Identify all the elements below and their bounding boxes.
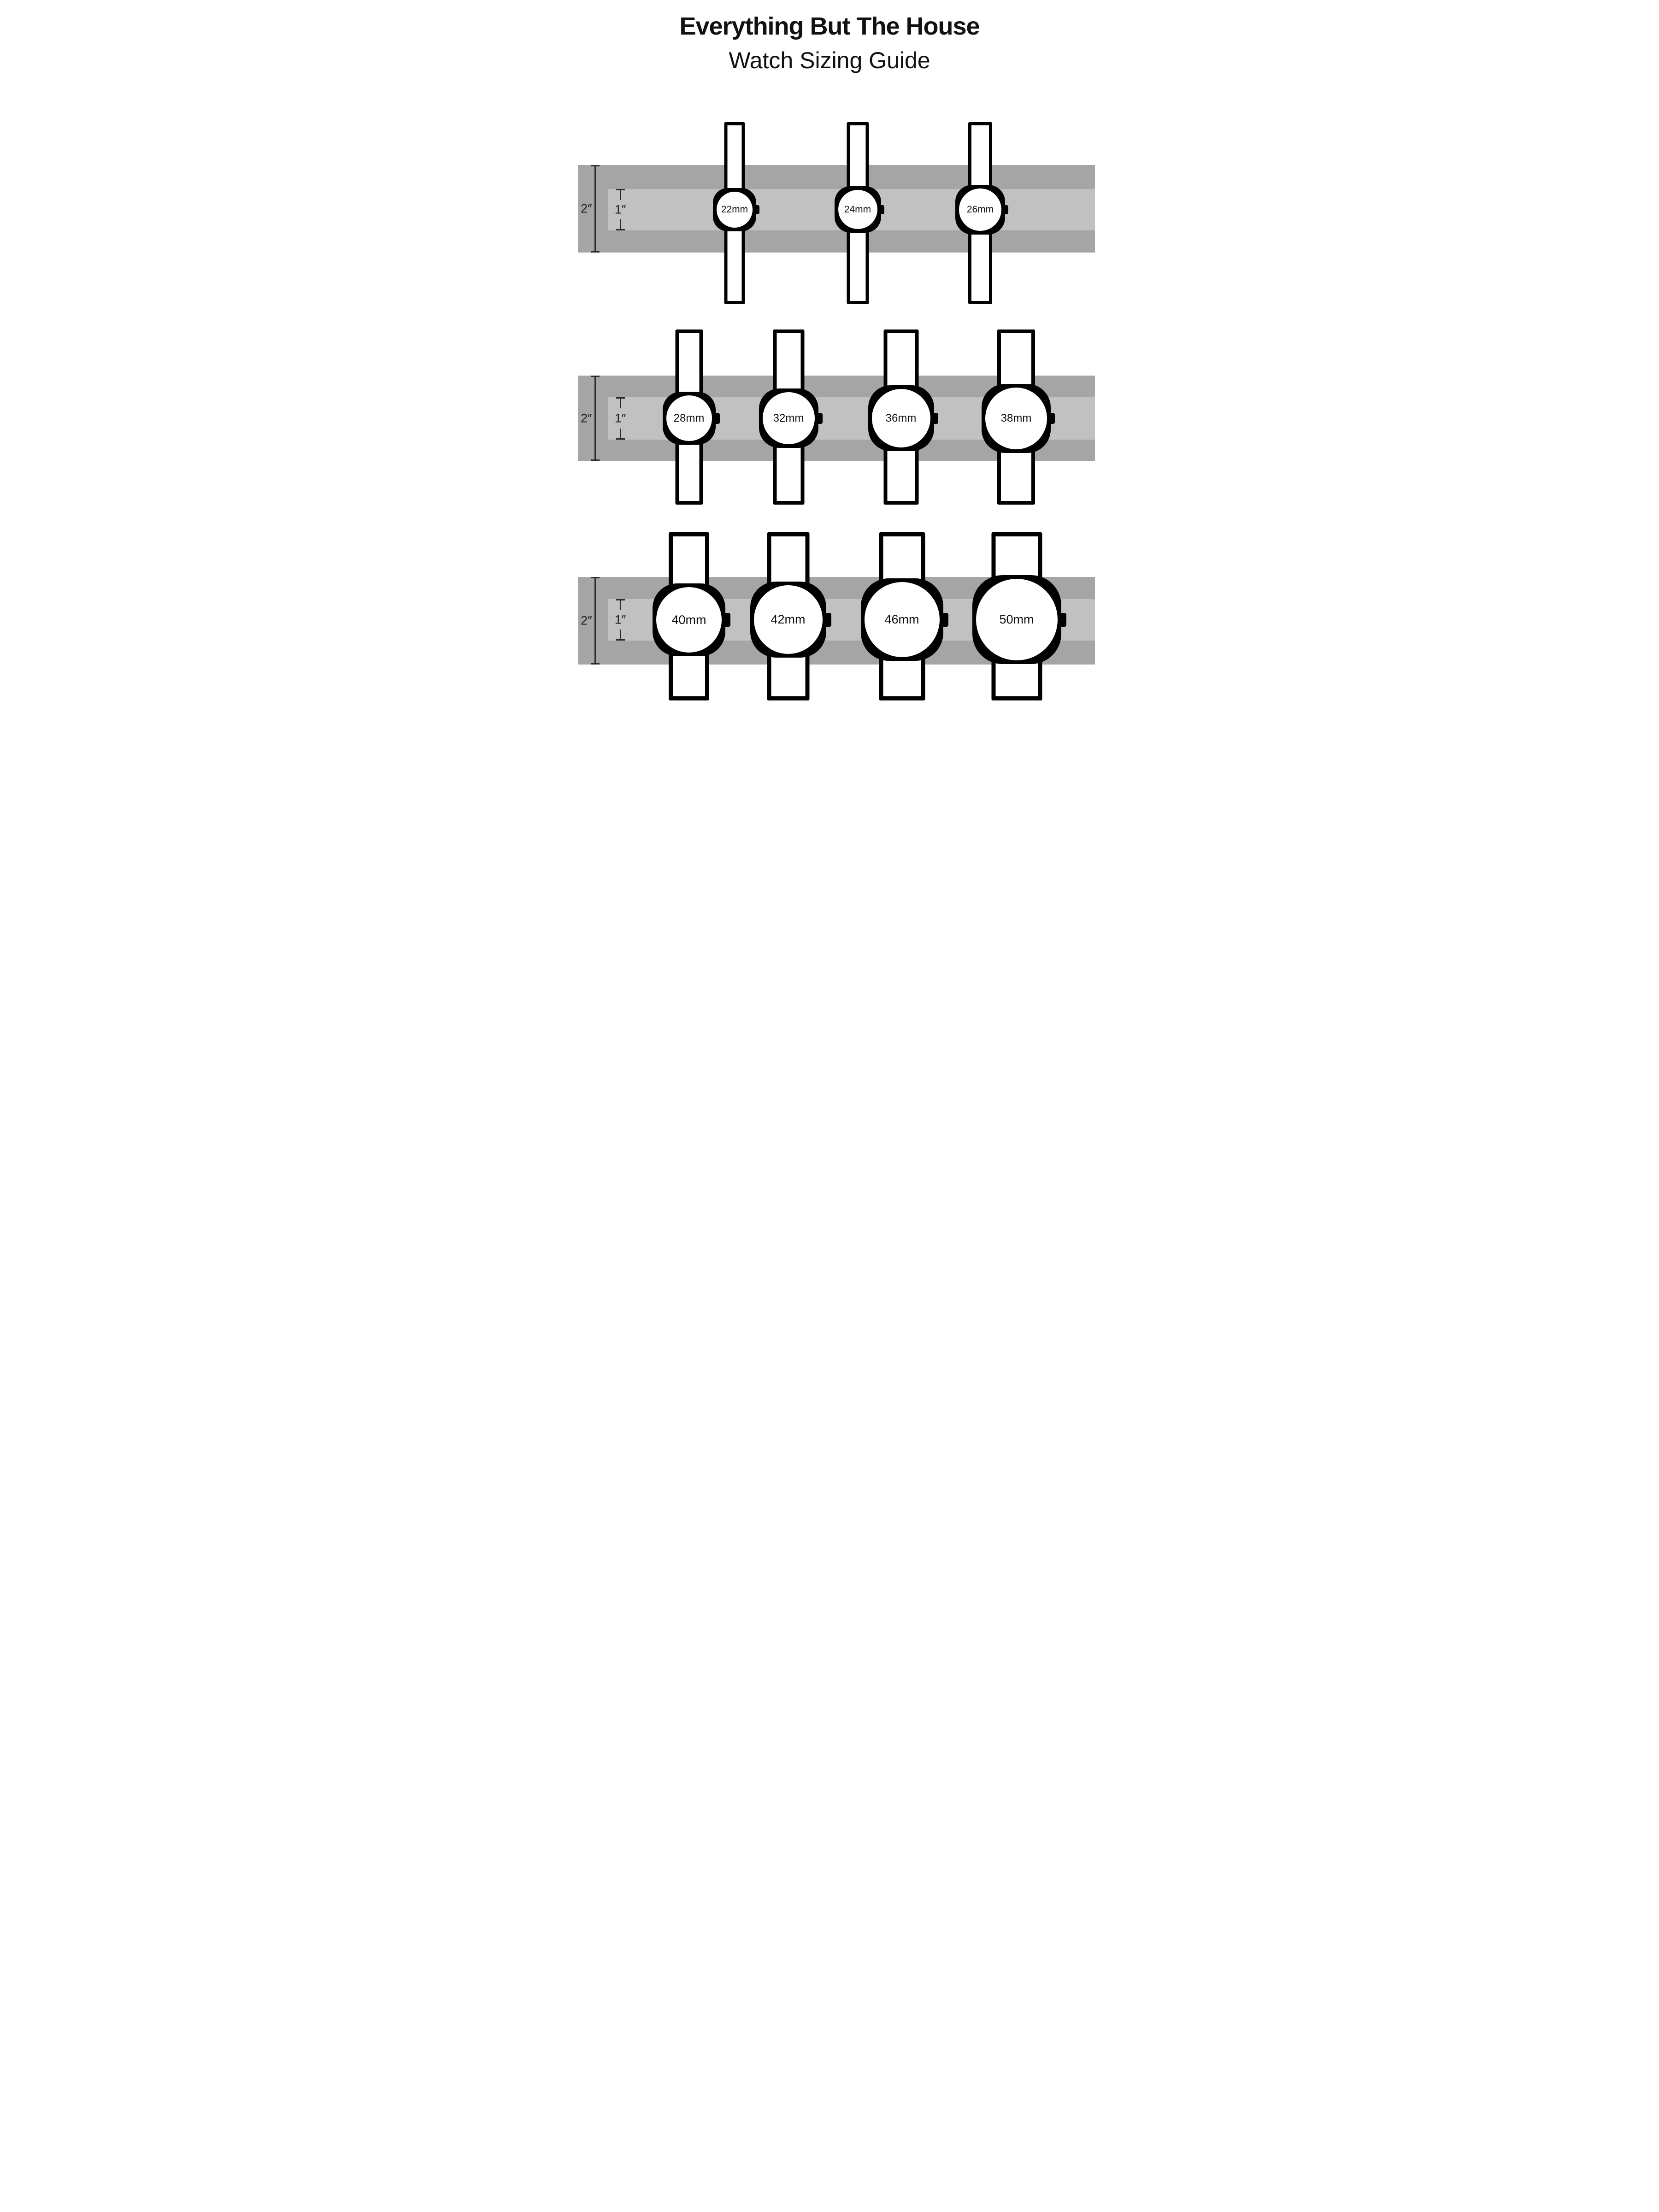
measurement-2in-label: 2″ bbox=[581, 411, 592, 425]
watch-case: 46mm bbox=[860, 578, 948, 661]
watch-size-label: 46mm bbox=[884, 612, 919, 626]
measurement-1in: 1″ bbox=[610, 599, 630, 641]
watch-case: 42mm bbox=[750, 582, 831, 658]
measurement-indicator-row1: 2″ 1″ bbox=[581, 165, 631, 253]
watch-dial: 22mm bbox=[717, 192, 753, 228]
measurement-1in-bottom-tick bbox=[616, 219, 625, 230]
watch-crown-icon bbox=[1058, 612, 1066, 627]
watch-crown-icon bbox=[931, 412, 938, 424]
measurement-1in-bottom-tick bbox=[616, 429, 625, 440]
watch-50mm: 50mm bbox=[972, 532, 1066, 700]
watch-case: 40mm bbox=[653, 583, 730, 656]
measurement-1in: 1″ bbox=[610, 397, 630, 440]
watch-size-label: 36mm bbox=[885, 412, 917, 424]
measurement-indicator-row2: 2″ 1″ bbox=[581, 376, 631, 461]
guide-title-line2: Watch Sizing Guide bbox=[729, 47, 930, 73]
measurement-1in-top-tick bbox=[616, 189, 625, 200]
watch-dial: 42mm bbox=[753, 585, 823, 654]
watch-crown-icon bbox=[816, 412, 823, 424]
watch-case: 50mm bbox=[972, 575, 1066, 664]
watch-case: 26mm bbox=[955, 185, 1008, 235]
measurement-1in-bottom-tick bbox=[616, 629, 625, 641]
watch-dial: 36mm bbox=[871, 389, 930, 447]
measurement-2in-line bbox=[591, 577, 600, 665]
watch-42mm: 42mm bbox=[750, 532, 831, 700]
watch-crown-icon bbox=[723, 613, 730, 627]
measurement-1in-top-tick bbox=[616, 397, 625, 408]
watch-dial: 40mm bbox=[656, 587, 722, 653]
watch-24mm: 24mm bbox=[834, 122, 884, 304]
watch-case: 32mm bbox=[759, 388, 823, 448]
watch-size-label: 38mm bbox=[1000, 412, 1032, 424]
watch-case: 28mm bbox=[662, 392, 720, 445]
watch-crown-icon bbox=[1048, 413, 1055, 424]
watch-38mm: 38mm bbox=[982, 329, 1055, 505]
watch-32mm: 32mm bbox=[759, 329, 823, 505]
watch-size-label: 40mm bbox=[671, 612, 706, 627]
watch-case: 22mm bbox=[713, 188, 759, 231]
watch-dial: 24mm bbox=[838, 190, 877, 229]
measurement-1in-label: 1″ bbox=[614, 202, 626, 217]
watch-crown-icon bbox=[878, 205, 884, 214]
measurement-2in-line bbox=[591, 376, 600, 461]
watch-40mm: 40mm bbox=[653, 532, 730, 700]
measurement-2in-line bbox=[591, 165, 600, 253]
watch-dial: 26mm bbox=[959, 188, 1001, 231]
watch-26mm: 26mm bbox=[955, 122, 1008, 304]
watch-case: 24mm bbox=[834, 186, 884, 233]
watch-28mm: 28mm bbox=[662, 329, 720, 505]
watch-crown-icon bbox=[1003, 205, 1008, 214]
measurement-1in-label: 1″ bbox=[614, 411, 626, 425]
watch-22mm: 22mm bbox=[713, 122, 759, 304]
watch-crown-icon bbox=[713, 412, 720, 424]
measurement-2in-label: 2″ bbox=[581, 613, 592, 628]
measurement-indicator-row3: 2″ 1″ bbox=[581, 577, 631, 665]
measurement-1in: 1″ bbox=[610, 189, 630, 230]
watch-crown-icon bbox=[823, 612, 831, 627]
watch-46mm: 46mm bbox=[860, 532, 948, 700]
watch-36mm: 36mm bbox=[868, 329, 938, 505]
guide-title-line1: Everything But The House bbox=[679, 12, 980, 40]
watch-size-label: 32mm bbox=[773, 412, 804, 424]
watch-crown-icon bbox=[940, 612, 948, 627]
watch-dial: 50mm bbox=[976, 579, 1058, 660]
watch-dial: 46mm bbox=[864, 582, 940, 657]
watch-size-label: 28mm bbox=[673, 412, 705, 424]
watch-dial: 38mm bbox=[985, 388, 1047, 449]
watch-sizing-guide: Everything But The House Watch Sizing Gu… bbox=[564, 0, 1095, 708]
watch-dial: 28mm bbox=[666, 395, 712, 441]
watch-size-label: 22mm bbox=[721, 204, 748, 215]
watch-case: 36mm bbox=[868, 385, 938, 451]
watch-size-label: 42mm bbox=[771, 612, 806, 626]
measurement-2in-label: 2″ bbox=[581, 201, 592, 216]
measurement-1in-label: 1″ bbox=[614, 612, 626, 627]
watch-dial: 32mm bbox=[762, 392, 815, 444]
watch-size-label: 26mm bbox=[966, 204, 994, 215]
watch-case: 38mm bbox=[982, 384, 1055, 453]
watch-size-label: 50mm bbox=[999, 612, 1034, 626]
measurement-1in-top-tick bbox=[616, 599, 625, 610]
watch-size-label: 24mm bbox=[844, 204, 871, 215]
watch-crown-icon bbox=[754, 205, 759, 214]
